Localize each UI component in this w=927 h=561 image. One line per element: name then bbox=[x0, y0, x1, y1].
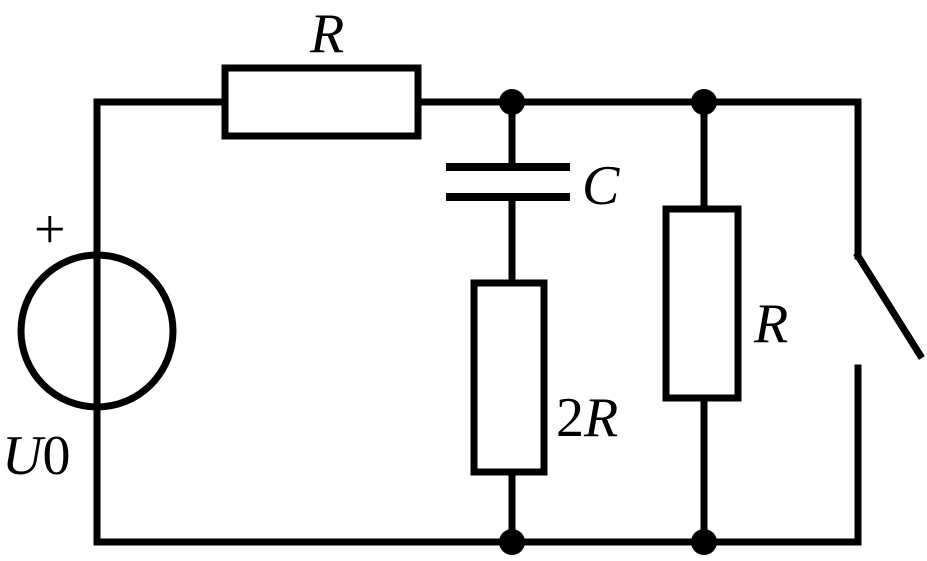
label-capacitor: C bbox=[582, 155, 620, 217]
junction-bottom-right bbox=[691, 529, 717, 555]
label-2r-italic-r: R bbox=[583, 387, 618, 449]
junction-top-right bbox=[691, 89, 717, 115]
resistor-2r bbox=[470, 279, 548, 476]
resistor-top bbox=[221, 64, 422, 140]
resistor-right bbox=[662, 205, 742, 402]
label-r-right: R bbox=[753, 293, 788, 355]
switch-blade bbox=[853, 251, 925, 360]
label-source-subscript: 0 bbox=[42, 425, 70, 487]
label-source-polarity: + bbox=[34, 199, 66, 261]
voltage-source bbox=[17, 251, 177, 411]
label-source: U0 bbox=[2, 425, 70, 487]
label-2r-text: 2 bbox=[556, 387, 584, 449]
label-r-top: R bbox=[309, 3, 344, 65]
wires bbox=[93, 98, 862, 546]
junction-bottom-cap bbox=[499, 529, 525, 555]
label-2r: 2R bbox=[556, 387, 618, 449]
junctions bbox=[499, 89, 717, 555]
junction-top-cap bbox=[499, 89, 525, 115]
label-source-name: U bbox=[2, 425, 46, 487]
capacitor bbox=[446, 163, 570, 201]
